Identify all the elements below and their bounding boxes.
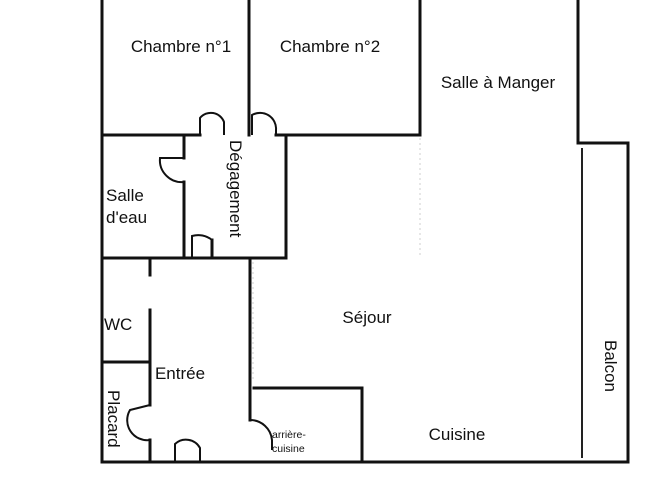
label-cuisine: Cuisine xyxy=(429,425,486,444)
door-chambre1 xyxy=(199,111,225,135)
label-salle-eau-line1: Salle xyxy=(106,186,144,205)
bedroom-walls xyxy=(100,0,422,137)
room-labels: Chambre n°1 Chambre n°2 Salle à Manger S… xyxy=(104,37,620,455)
label-salle-a-manger: Salle à Manger xyxy=(441,73,556,92)
doors xyxy=(126,111,278,462)
label-chambre1: Chambre n°1 xyxy=(131,37,231,56)
outer-walls xyxy=(100,0,630,464)
label-chambre2: Chambre n°2 xyxy=(280,37,380,56)
label-arriere-cuisine-line2: cuisine xyxy=(272,443,305,455)
label-wc: WC xyxy=(104,315,132,334)
degagement-walls xyxy=(100,133,288,260)
label-entree: Entrée xyxy=(155,364,205,383)
door-arriere-cuisine xyxy=(249,418,273,450)
door-salle-eau xyxy=(158,157,185,184)
label-balcon: Balcon xyxy=(601,340,620,392)
door-placard xyxy=(126,404,151,442)
door-chambre2 xyxy=(251,111,278,135)
label-degagement: Dégagement xyxy=(226,140,245,238)
label-placard: Placard xyxy=(104,390,123,448)
label-arriere-cuisine-line1: arrière- xyxy=(272,429,306,441)
kitchen-walls xyxy=(252,386,364,464)
door-entree xyxy=(174,438,201,462)
label-sejour: Séjour xyxy=(342,308,391,327)
entry-walls xyxy=(100,256,252,464)
label-salle-eau-line2: d'eau xyxy=(106,208,147,227)
door-degagement xyxy=(191,234,213,258)
